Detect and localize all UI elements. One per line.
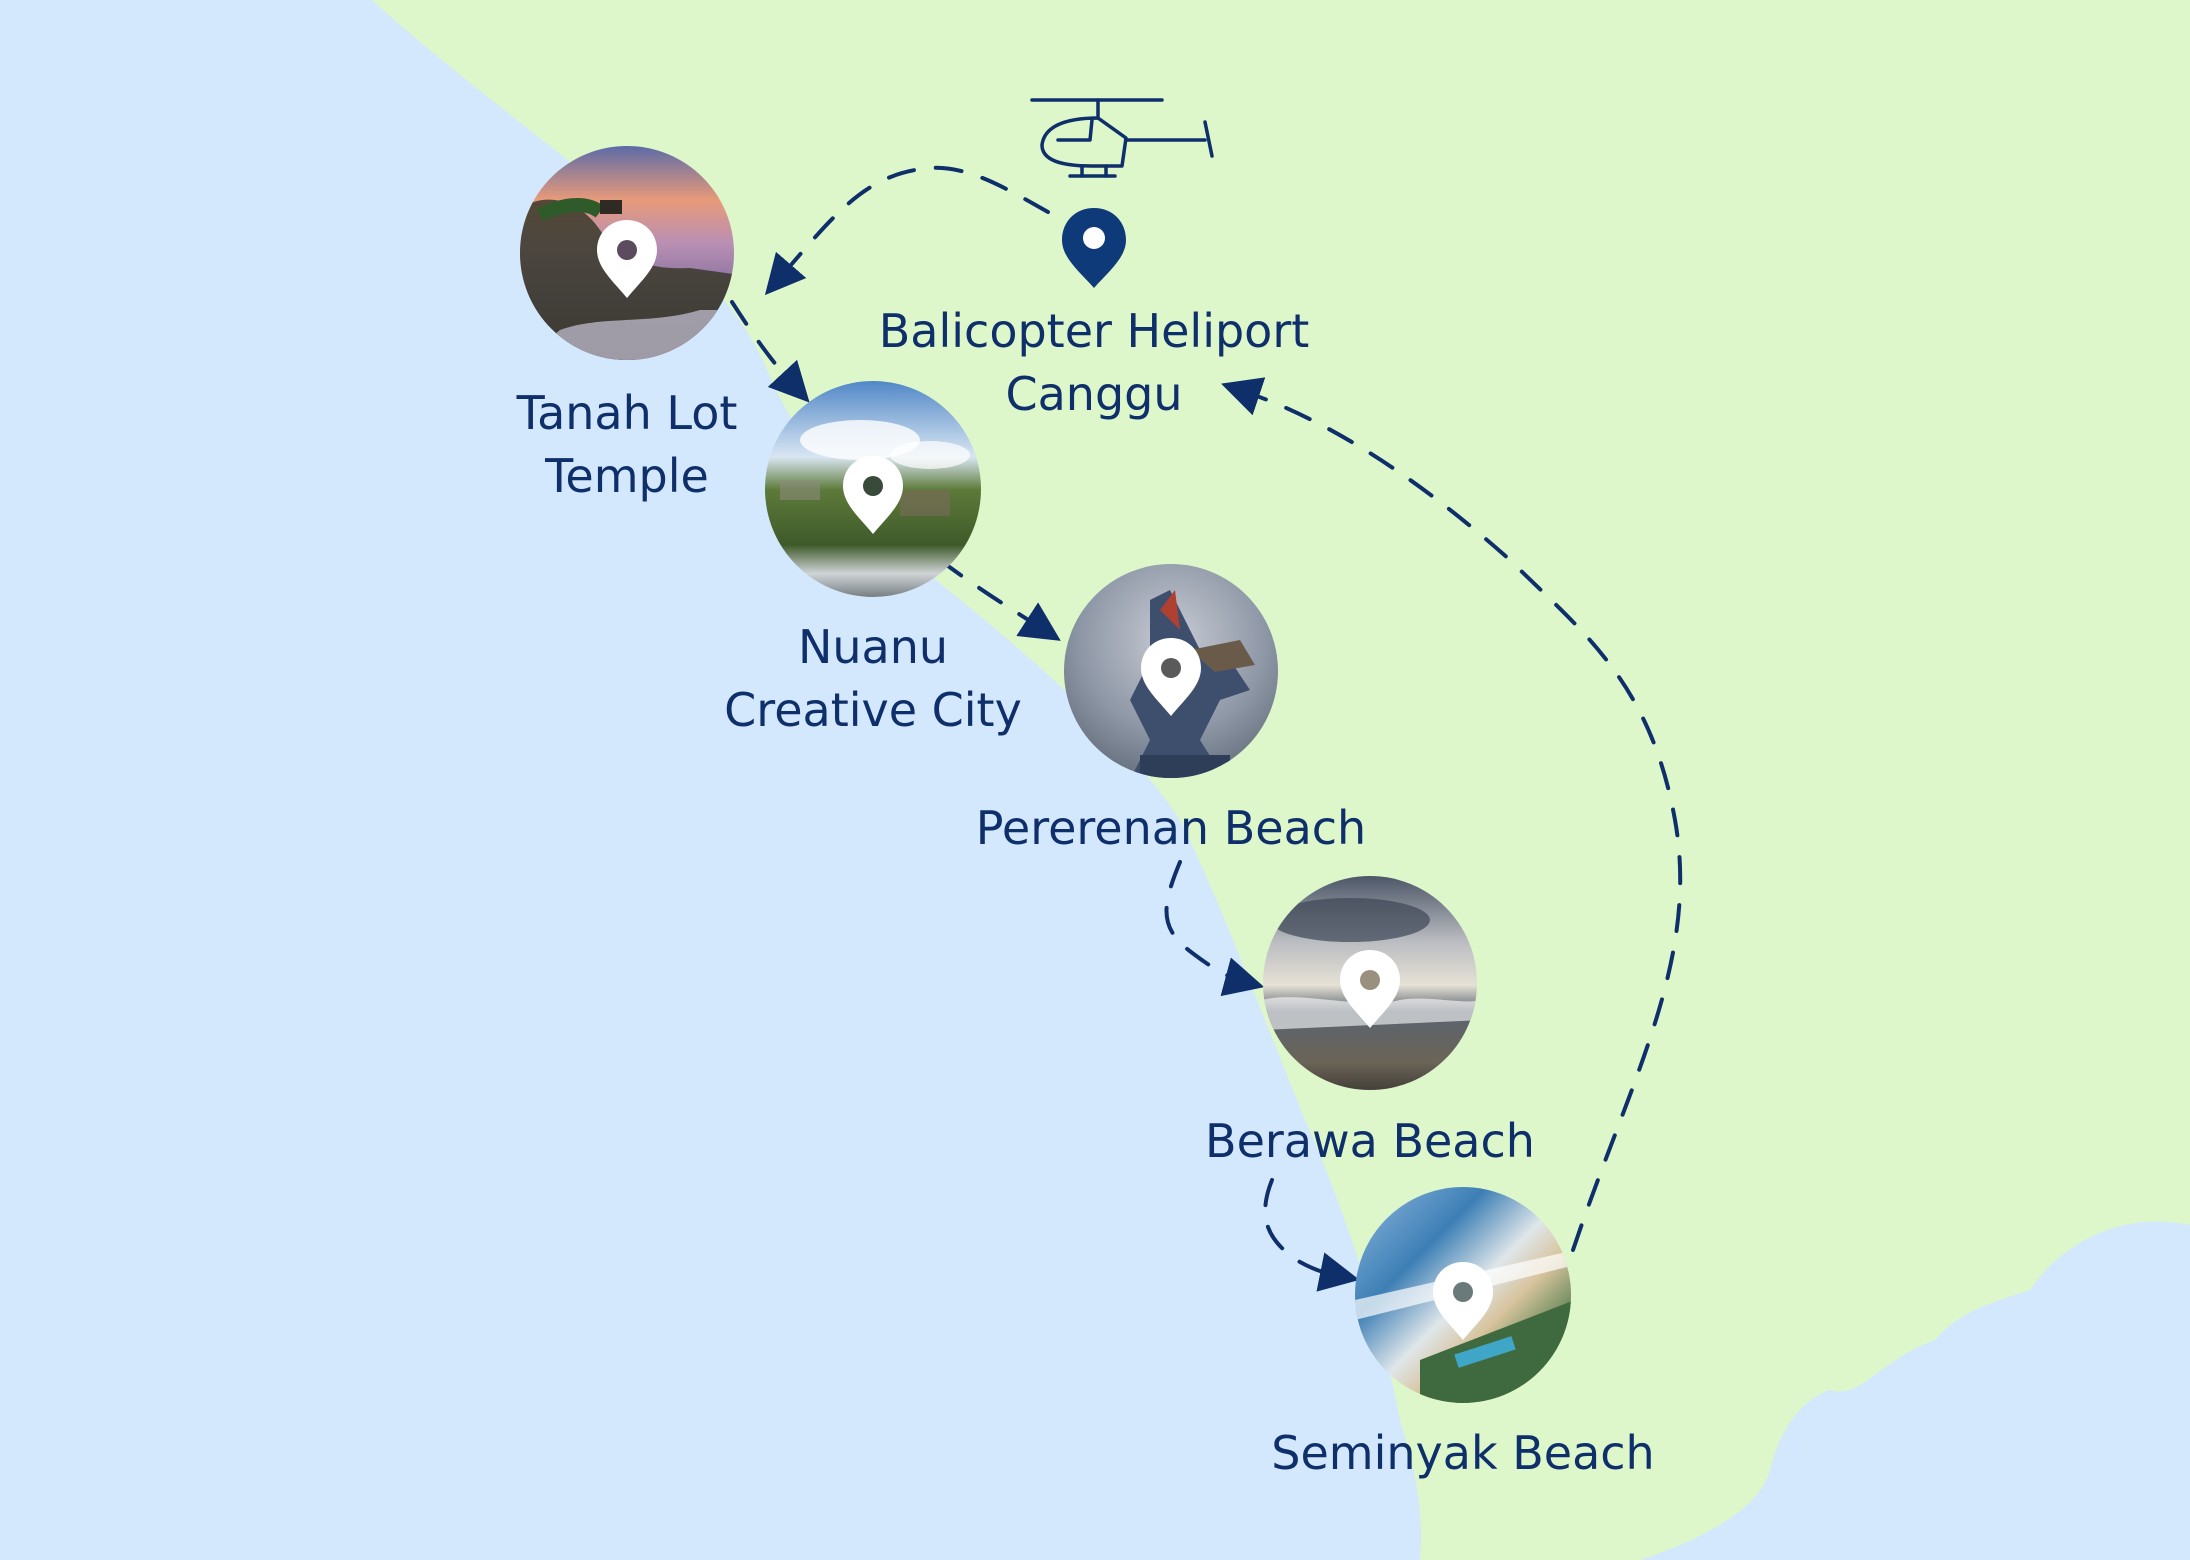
stop-label-seminyak: Seminyak Beach <box>1271 1422 1654 1485</box>
stop-name-line1: Nuanu <box>797 620 949 674</box>
stop-name-line1: Tanah Lot <box>516 386 738 440</box>
stop-label-berawa: Berawa Beach <box>1205 1110 1535 1173</box>
route-seminyak-to-heliport <box>1221 377 1683 1252</box>
heliport-name-line1: Balicopter Heliport <box>878 304 1310 358</box>
stop-photo-nuanu[interactable] <box>763 380 983 600</box>
stop-name-line1: Pererenan Beach <box>975 801 1367 855</box>
heliport-label: Balicopter Heliport Canggu <box>879 300 1310 427</box>
heliport-name-line2: Canggu <box>1005 367 1183 422</box>
route-berawa-to-seminyak <box>1263 1178 1360 1292</box>
stop-name-line2: Temple <box>545 449 709 504</box>
stop-label-nuanu: Nuanu Creative City <box>724 616 1022 743</box>
stop-name-line2: Creative City <box>724 683 1022 738</box>
map-pin-icon <box>1433 1262 1493 1340</box>
stop-label-tanah-lot: Tanah Lot Temple <box>517 382 738 509</box>
map-pin-icon <box>1340 950 1400 1028</box>
land-area <box>372 0 2190 1560</box>
route-tanah-lot-to-nuanu <box>730 300 810 403</box>
map-pin-icon <box>1141 638 1201 716</box>
stop-name-line1: Berawa Beach <box>1205 1114 1535 1168</box>
route-heliport-to-tanah-lot <box>764 165 1050 296</box>
coast-inlet <box>1640 1390 1830 1560</box>
helicopter-icon <box>1030 98 1214 178</box>
stop-label-pererenan: Pererenan Beach <box>976 797 1366 860</box>
route-pererenan-to-berawa <box>1164 860 1265 997</box>
route-lines <box>730 165 1683 1292</box>
route-nuanu-to-pererenan <box>938 558 1061 641</box>
map-pin-icon <box>597 220 657 298</box>
stop-name-line1: Seminyak Beach <box>1271 1426 1655 1480</box>
map-pin-icon <box>843 456 903 534</box>
map-pin-icon[interactable] <box>1062 208 1126 288</box>
